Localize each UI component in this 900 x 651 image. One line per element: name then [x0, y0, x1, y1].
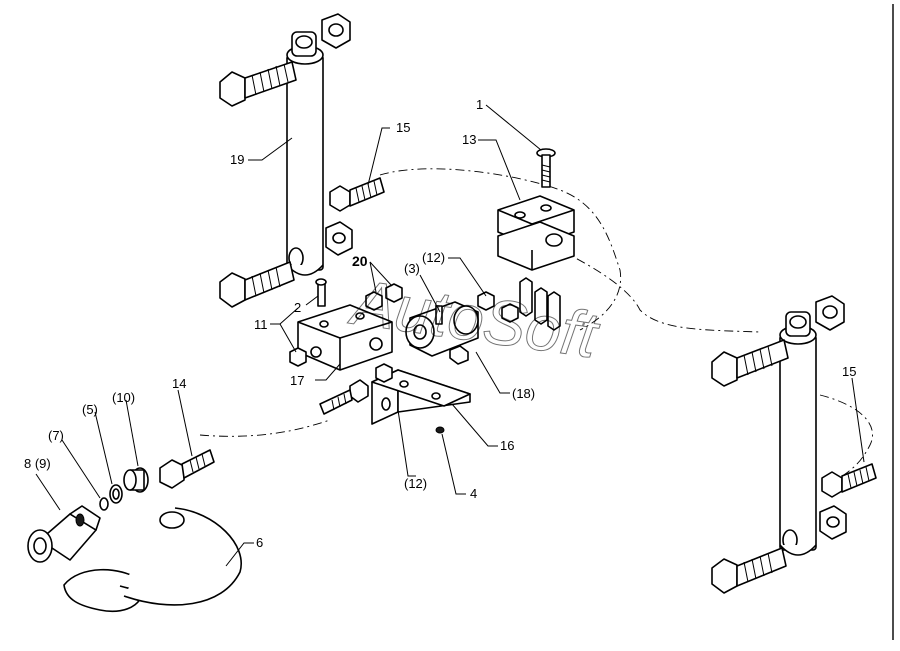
callout-18: (18) [512, 386, 535, 401]
callout-leader-lines [35, 104, 865, 567]
callout-13: 13 [462, 132, 476, 147]
fitting-11 [289, 347, 307, 367]
nut-mid-right [819, 505, 847, 540]
callout-15-upper: 15 [396, 120, 410, 135]
bolt-bottom-left [219, 261, 295, 308]
mounting-bracket [371, 369, 471, 425]
bolt-bottom-right [711, 547, 787, 594]
small-hydraulic-cylinder [405, 301, 479, 365]
quick-coupling [27, 505, 101, 563]
callout-20: 20 [352, 253, 368, 269]
bolt-top-left [219, 61, 297, 107]
nut-4 [435, 426, 445, 434]
adapter-10 [123, 467, 149, 493]
callout-3: (3) [404, 261, 420, 276]
callout-1: 1 [476, 97, 483, 112]
assembly-path-lines [199, 168, 873, 479]
callout-5: (5) [82, 402, 98, 417]
banjo-fitting-upper [329, 177, 385, 212]
callout-8-9: 8 (9) [24, 456, 51, 471]
fittings-12-upper [477, 277, 561, 331]
callout-12-lower: (12) [404, 476, 427, 491]
nut-top-left [321, 13, 351, 49]
hydraulic-cylinder-right [779, 311, 817, 556]
fitting-on-bracket [319, 363, 393, 415]
callout-labels: 1 13 15 19 20 (3) (12) 2 11 17 (18) 16 4… [24, 97, 856, 550]
banjo-fitting-14 [159, 449, 215, 489]
bolt-1 [536, 148, 556, 188]
callout-6: 6 [256, 535, 263, 550]
banjo-fitting-right [821, 463, 877, 498]
callout-15-right: 15 [842, 364, 856, 379]
bolt-top-right [711, 339, 789, 387]
callout-7: (7) [48, 428, 64, 443]
screw-2 [315, 278, 327, 307]
clamp-block [497, 195, 575, 271]
hydraulic-cylinder-left [286, 31, 324, 276]
nut-top-right [815, 295, 845, 331]
seal-ring-5 [109, 484, 123, 504]
callout-19: 19 [230, 152, 244, 167]
callout-16: 16 [500, 438, 514, 453]
callout-14: 14 [172, 376, 186, 391]
fittings-20 [365, 283, 403, 311]
nut-mid-left [325, 221, 353, 256]
callout-17: 17 [290, 373, 304, 388]
seal-ring-7 [99, 497, 109, 511]
dust-cap-with-strap [63, 507, 242, 613]
callout-11: 11 [254, 317, 268, 332]
callout-2: 2 [294, 300, 301, 315]
callout-12-upper: (12) [422, 250, 445, 265]
callout-10: (10) [112, 390, 135, 405]
callout-4: 4 [470, 486, 477, 501]
